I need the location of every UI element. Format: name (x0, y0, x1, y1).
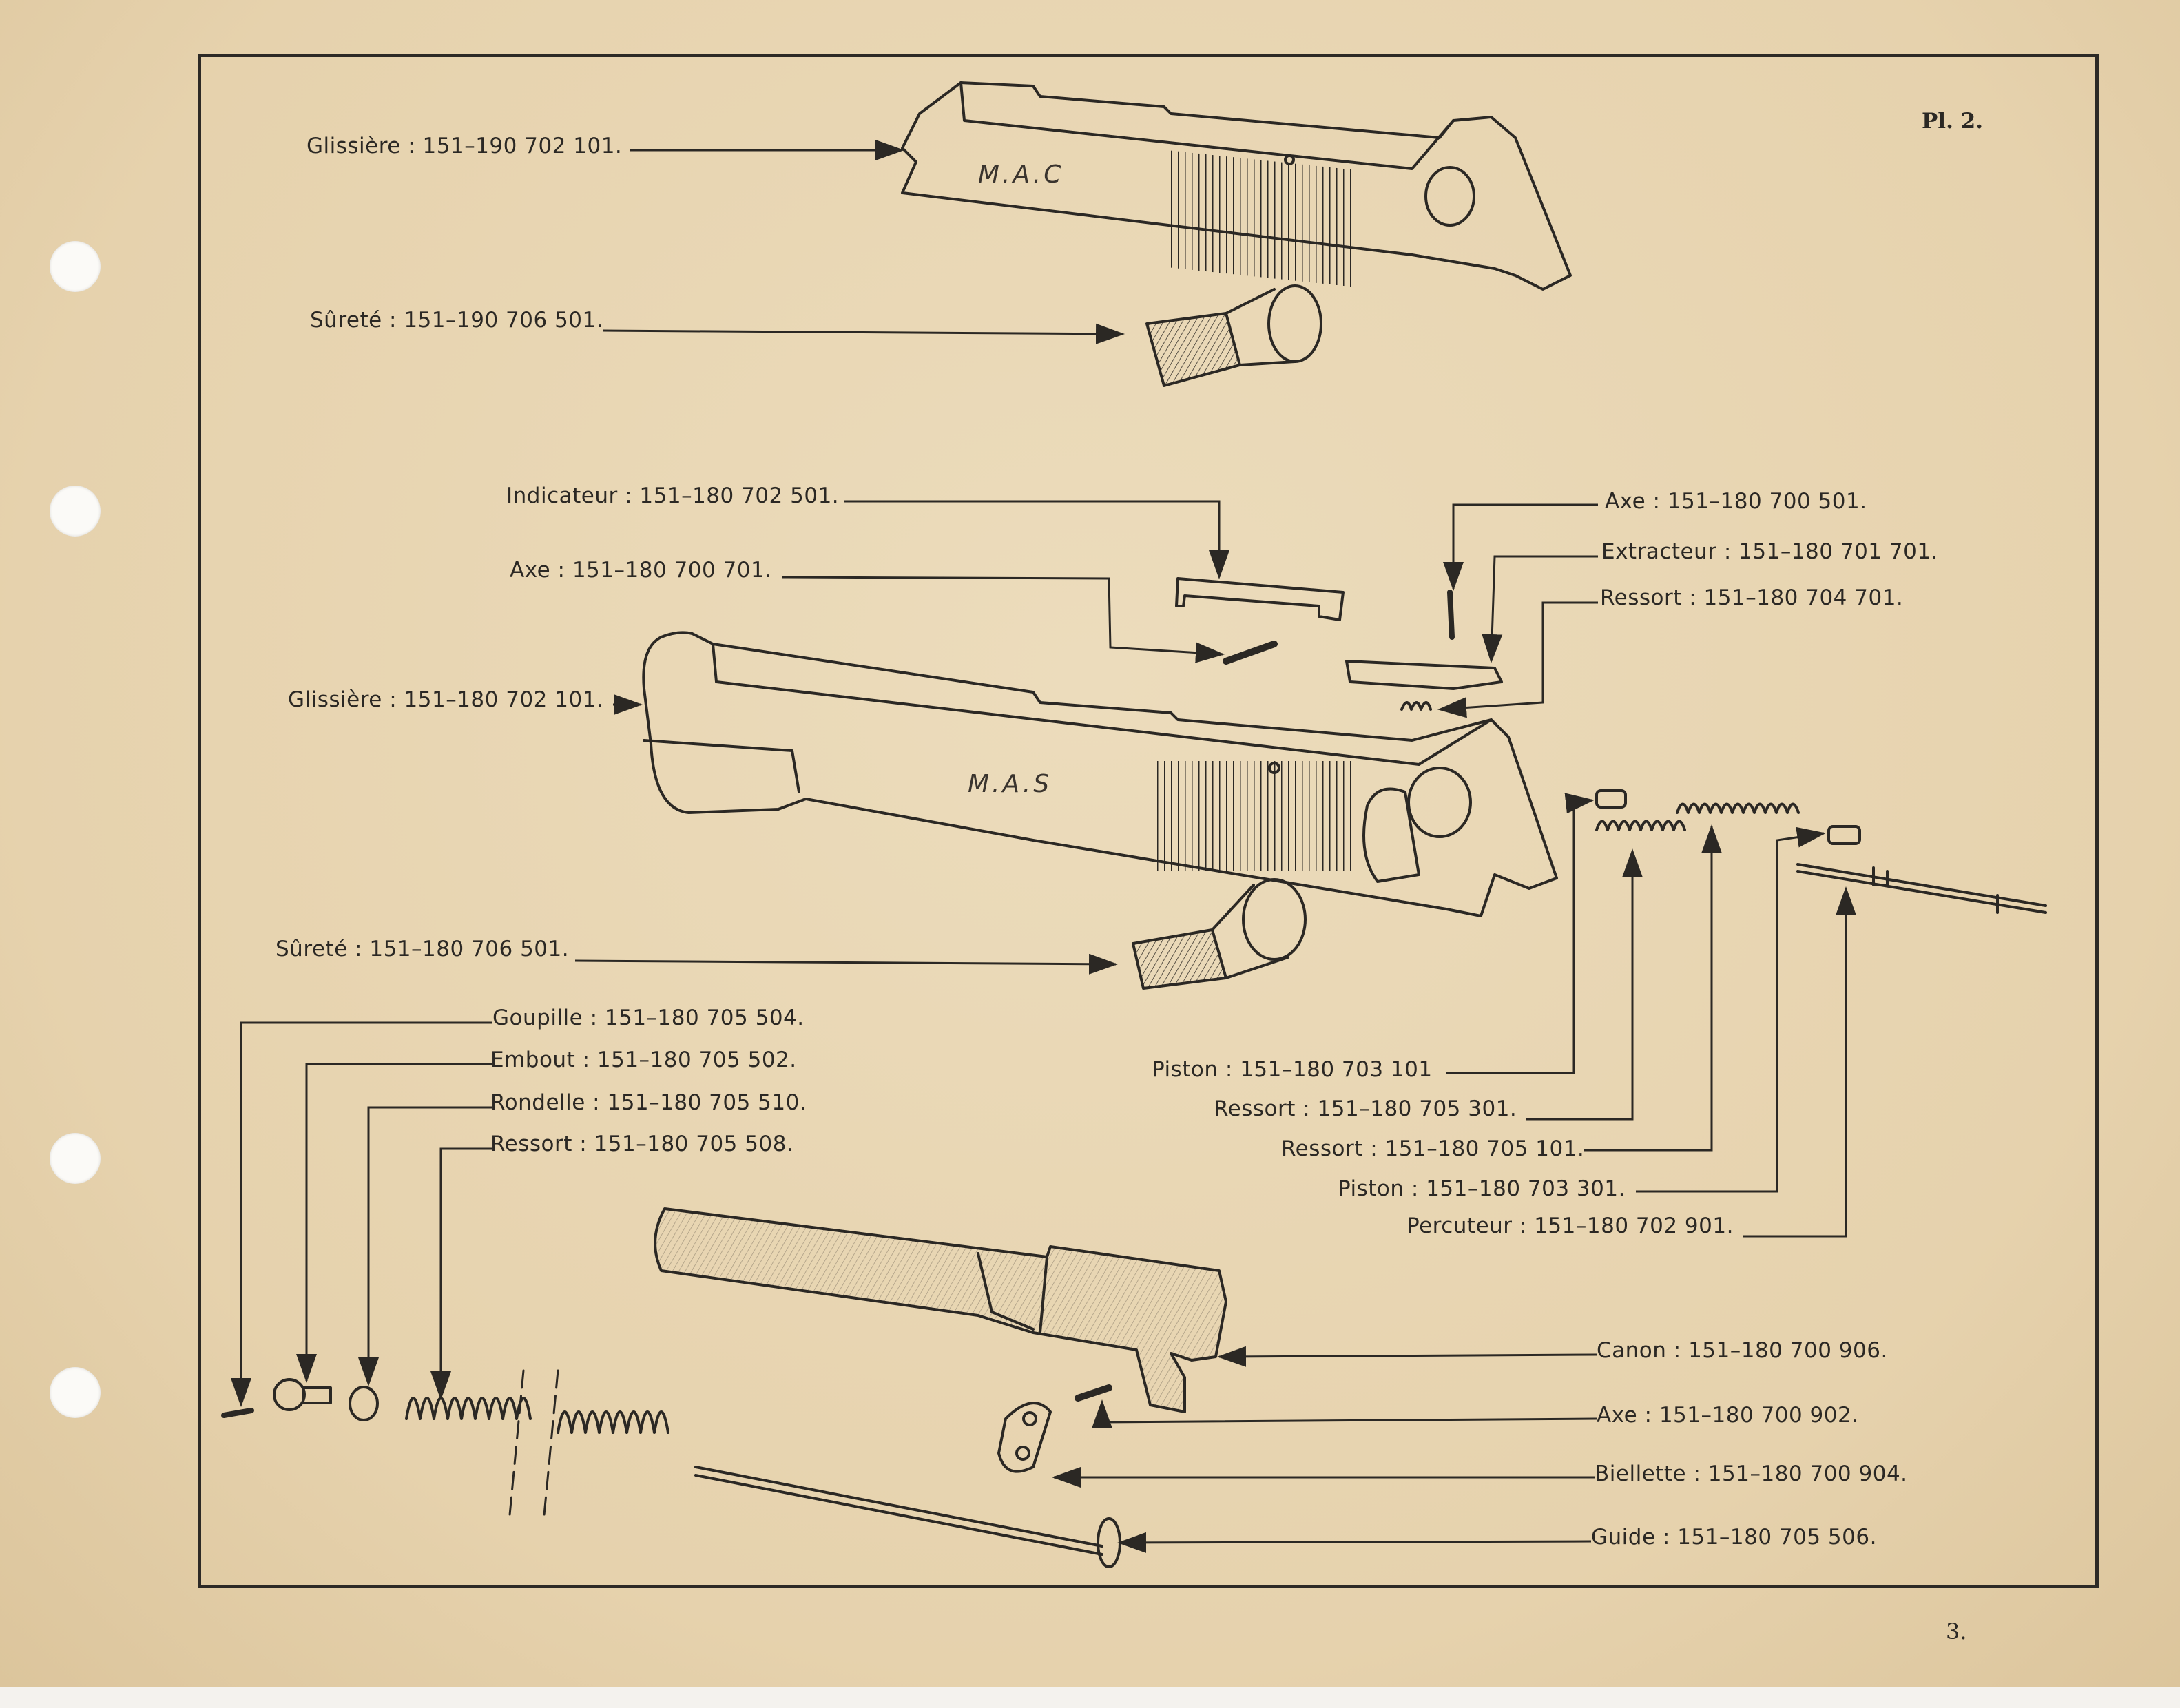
part-label: Goupille : 151–180 705 504. (492, 1006, 804, 1030)
part-label: Ressort : 151–180 705 101. (1281, 1136, 1585, 1161)
part-label: Ressort : 151–180 705 301. (1214, 1096, 1517, 1121)
main-slide-drawing: M.A.S (642, 631, 1558, 917)
part-label: Axe : 151–180 700 501. (1605, 489, 1867, 514)
binder-hole (50, 1133, 101, 1184)
link-drawing (997, 1402, 1052, 1473)
upper-slide-drawing: M.A.C (901, 81, 1572, 291)
washer-drawing (349, 1386, 379, 1421)
binder-hole (50, 486, 101, 537)
pin-drawing (1223, 640, 1278, 665)
upper-safety-drawing (1145, 284, 1322, 387)
part-label: Sûreté : 151–180 706 501. (276, 937, 570, 961)
part-label: Axe : 151–180 700 902. (1597, 1403, 1859, 1428)
piston-drawing (1827, 825, 1861, 845)
part-label: Piston : 151–180 703 101 (1152, 1057, 1433, 1082)
slide-stamp-mac: M.A.C (978, 160, 1063, 189)
spring-drawing (1676, 802, 1800, 814)
part-label: Rondelle : 151–180 705 510. (490, 1090, 807, 1115)
slide-stamp-mas: M.A.S (968, 770, 1052, 798)
part-label: Glissière : 151–180 702 101. (288, 687, 604, 712)
binder-hole (50, 241, 101, 292)
binder-hole (50, 1367, 101, 1418)
part-label: Piston : 151–180 703 301. (1338, 1176, 1626, 1201)
extractor-drawing (1345, 660, 1503, 690)
spring-drawing (1595, 820, 1686, 831)
part-label: Canon : 151–180 700 906. (1597, 1338, 1888, 1363)
part-label: Percuteur : 151–180 702 901. (1406, 1214, 1734, 1238)
page-number: 3. (1946, 1618, 1967, 1645)
spring-drawing (405, 1397, 532, 1420)
part-label: Axe : 151–180 700 701. (510, 558, 772, 583)
plate-number: Pl. 2. (1922, 109, 1984, 134)
barrel-drawing (654, 1207, 1227, 1413)
part-label: Sûreté : 151–190 706 501. (310, 308, 604, 333)
guide-rod-drawing (694, 1466, 1121, 1568)
spring-drawing (557, 1410, 669, 1434)
plate-border (198, 54, 2099, 1588)
part-label: Embout : 151–180 705 502. (490, 1048, 797, 1072)
part-label: Glissière : 151–190 702 101. (307, 134, 623, 158)
part-label: Indicateur : 151–180 702 501. (506, 483, 840, 508)
end-cap-drawing (273, 1378, 332, 1411)
part-label: Extracteur : 151–180 701 701. (1601, 539, 1938, 564)
pin-drawing (1447, 590, 1455, 640)
part-label: Ressort : 151–180 705 508. (490, 1132, 794, 1156)
indicator-drawing (1175, 577, 1345, 621)
firing-pin-drawing (1796, 863, 2047, 914)
piston-drawing (1595, 789, 1627, 809)
part-label: Biellette : 151–180 700 904. (1595, 1461, 1908, 1486)
pin-drawing (221, 1408, 254, 1418)
spring-drawing (1400, 701, 1432, 711)
part-label: Ressort : 151–180 704 701. (1600, 585, 1904, 610)
scan-margin (0, 1687, 2180, 1708)
part-label: Guide : 151–180 705 506. (1591, 1525, 1877, 1550)
pin-drawing (1075, 1384, 1112, 1402)
main-safety-drawing (1132, 878, 1307, 990)
